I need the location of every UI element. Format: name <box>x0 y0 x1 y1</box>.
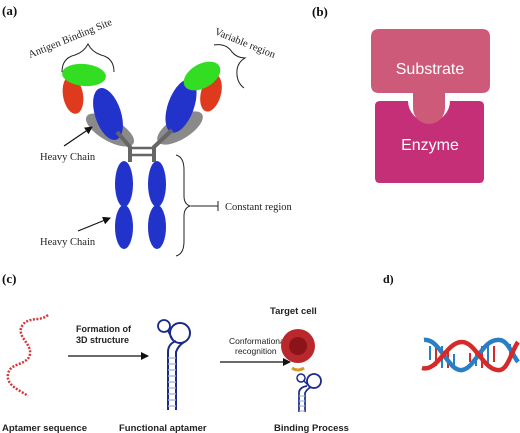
bound-aptamer-structure <box>296 373 322 412</box>
panel-d: d) <box>383 272 520 373</box>
heavy-chain-arrow-upper <box>63 126 93 147</box>
dna-strand-red <box>421 339 520 373</box>
target-cell <box>281 329 315 363</box>
left-heavy-chain-ch1 <box>93 88 123 140</box>
aptamer-sequence-strand <box>6 313 49 398</box>
functional-aptamer-structure <box>157 319 191 410</box>
heavy-chain-label-upper: Heavy Chain <box>40 152 96 163</box>
heavy-chain-arrow-lower <box>77 216 111 232</box>
left-fab-arm <box>62 63 135 147</box>
conformational-label-line2: recognition <box>235 346 277 356</box>
variable-region-label: Variable region <box>213 27 278 62</box>
panel-d-label: d) <box>383 272 394 286</box>
constant-region-label: Constant region <box>225 202 293 213</box>
variable-region-brace <box>213 44 247 89</box>
fc-right-lower <box>148 205 166 249</box>
enzyme-label: Enzyme <box>401 137 459 154</box>
binding-process-label: Binding Process <box>274 423 349 433</box>
enzyme-shape <box>375 101 484 183</box>
bound-target-molecule <box>291 366 305 372</box>
formation-label-line1: Formation of <box>76 324 132 334</box>
heavy-chain-label-lower: Heavy Chain <box>40 237 96 248</box>
fc-region <box>115 161 166 249</box>
panel-b: (b) Substrate Enzyme <box>312 4 490 183</box>
right-fab-arm <box>157 61 222 145</box>
fc-right-upper <box>148 161 166 207</box>
fc-left-lower <box>115 205 133 249</box>
constant-region-brace <box>175 154 192 257</box>
panel-a: (a) Antigen Binding Site Variable region <box>2 3 293 257</box>
left-light-chain-variable <box>62 76 84 114</box>
functional-aptamer-label: Functional aptamer <box>119 423 207 433</box>
right-antigen-site <box>183 61 221 91</box>
panel-b-label: (b) <box>312 4 328 19</box>
hinge-region <box>115 128 174 162</box>
fc-left-upper <box>115 161 133 207</box>
conformational-label-line1: Conformational <box>229 336 287 346</box>
right-heavy-chain-ch1 <box>165 79 197 133</box>
aptamer-sequence-label: Aptamer sequence <box>2 423 87 433</box>
left-antigen-site <box>62 63 106 87</box>
antigen-binding-brace <box>61 42 115 73</box>
substrate-shape <box>371 29 490 124</box>
aptamer-side-loop <box>157 319 171 333</box>
panel-a-label: (a) <box>2 3 17 18</box>
substrate-label: Substrate <box>396 61 465 78</box>
antigen-binding-site-label: Antigen Binding Site <box>27 17 114 61</box>
formation-label-line2: 3D structure <box>76 335 129 345</box>
panel-c-label: (c) <box>2 271 16 286</box>
panel-c: (c) Aptamer sequence Formation of 3D str… <box>2 271 349 433</box>
target-cell-label: Target cell <box>270 306 317 317</box>
